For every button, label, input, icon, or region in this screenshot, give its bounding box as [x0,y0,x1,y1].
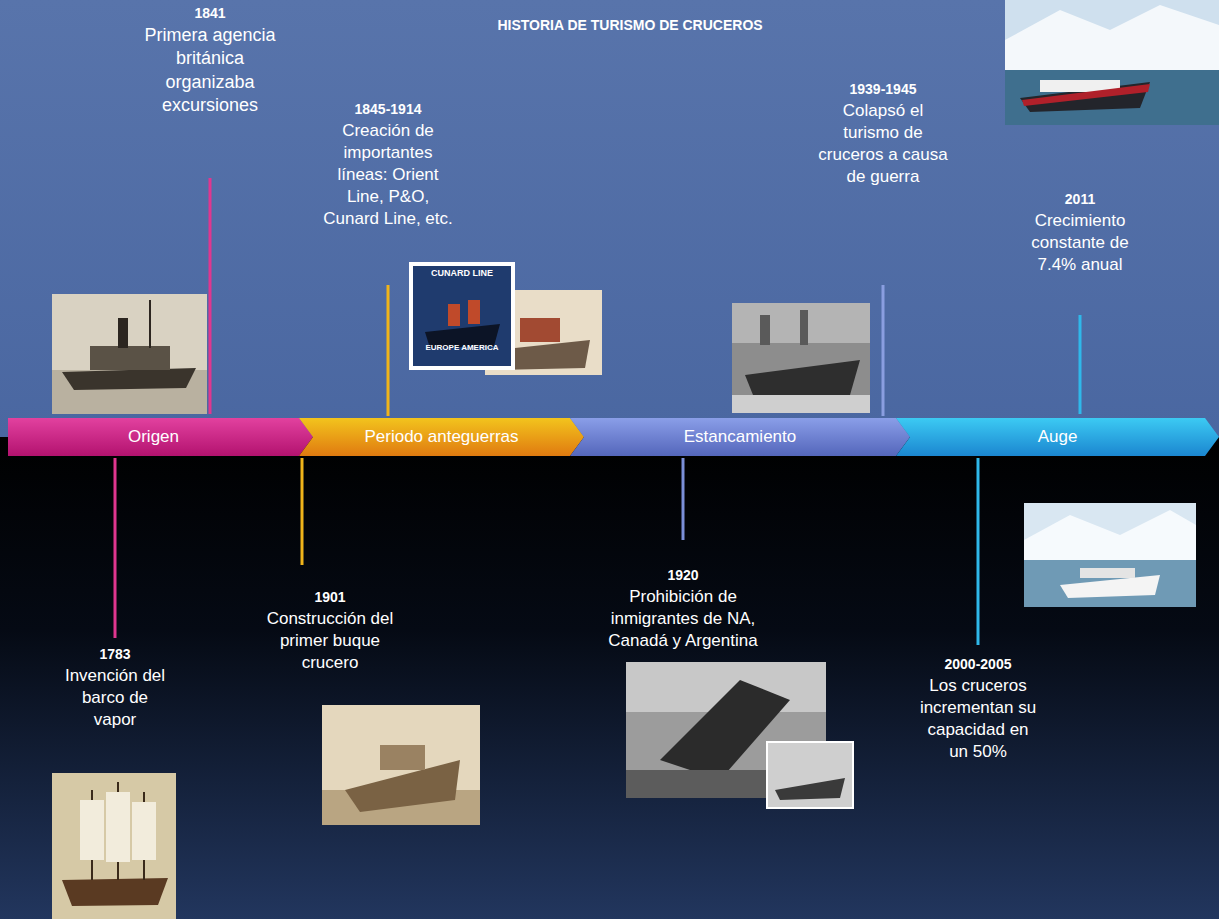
event-text: Prohibición de inmigrantes de NA, Canadá… [595,586,771,652]
band-label: Origen [8,418,313,447]
event-text: Creación de importantes líneas: Orient L… [323,120,453,230]
event-text: Los cruceros incrementan su capacidad en… [918,675,1038,763]
event-text: Primera agencia británica organizaba exc… [135,24,285,118]
band-label: Periodo anteguerras [299,418,584,447]
year: 1920 [595,566,771,584]
event-text: Colapsó el turismo de cruceros a causa d… [813,100,953,188]
year: 1841 [135,4,285,22]
timeline-band: Estancamiento [570,418,910,456]
timeline-band: Auge [896,418,1219,456]
timeline-band: Periodo anteguerras [299,418,584,456]
year: 2000-2005 [918,655,1038,673]
year: 1901 [266,588,394,606]
event-text: Construcción del primer buque crucero [266,608,394,674]
poster-text: EUROPE AMERICA [415,344,509,353]
year: 1939-1945 [813,80,953,98]
event-text: Invención del barco de vapor [60,665,170,731]
event-text: Crecimiento constante de 7.4% anual [1020,210,1140,276]
poster-text: CUNARD LINE [415,269,509,279]
timeline-band: Origen [8,418,313,456]
year: 2011 [1020,190,1140,208]
band-label: Estancamiento [570,418,910,447]
band-label: Auge [896,418,1219,447]
year: 1783 [60,645,170,663]
year: 1845-1914 [323,100,453,118]
diagram-title: HISTORIA DE TURISMO DE CRUCEROS [380,16,880,34]
